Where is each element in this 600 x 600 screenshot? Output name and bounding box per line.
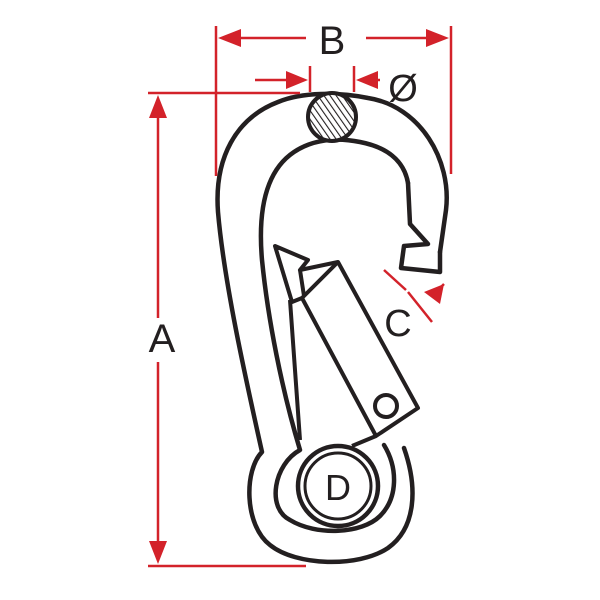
dim-a-arrow-top — [149, 95, 167, 118]
dim-c-leader — [383, 269, 407, 291]
label-d: D — [325, 467, 351, 508]
dim-dia-arrow-left — [286, 71, 308, 89]
label-diameter: Ø — [388, 68, 418, 110]
label-a: A — [149, 317, 176, 361]
label-c: C — [384, 303, 411, 345]
dim-c-arrow-shaft — [431, 283, 445, 297]
gate-rivet — [373, 393, 399, 419]
dim-b-arrow-left — [218, 29, 241, 47]
spring-gate — [273, 244, 420, 448]
label-b: B — [319, 19, 346, 63]
dimension-lines — [148, 26, 453, 568]
hook-outer-outline — [215, 91, 449, 565]
dim-a-arrow-bottom — [149, 541, 167, 564]
gate-inner-edge — [298, 269, 306, 297]
dimension-labels: B Ø A C D — [149, 19, 418, 508]
dim-b-arrow-right — [426, 29, 449, 47]
dim-c-line — [407, 291, 433, 323]
hook-nose-notch — [398, 180, 443, 275]
gate-lever — [273, 244, 420, 438]
dim-dia-arrow-right — [356, 71, 378, 89]
eye-hole — [295, 443, 381, 529]
gate-hinge-arm — [288, 299, 377, 448]
gate-spring-line — [300, 260, 340, 300]
wire-cross-section — [306, 91, 358, 143]
